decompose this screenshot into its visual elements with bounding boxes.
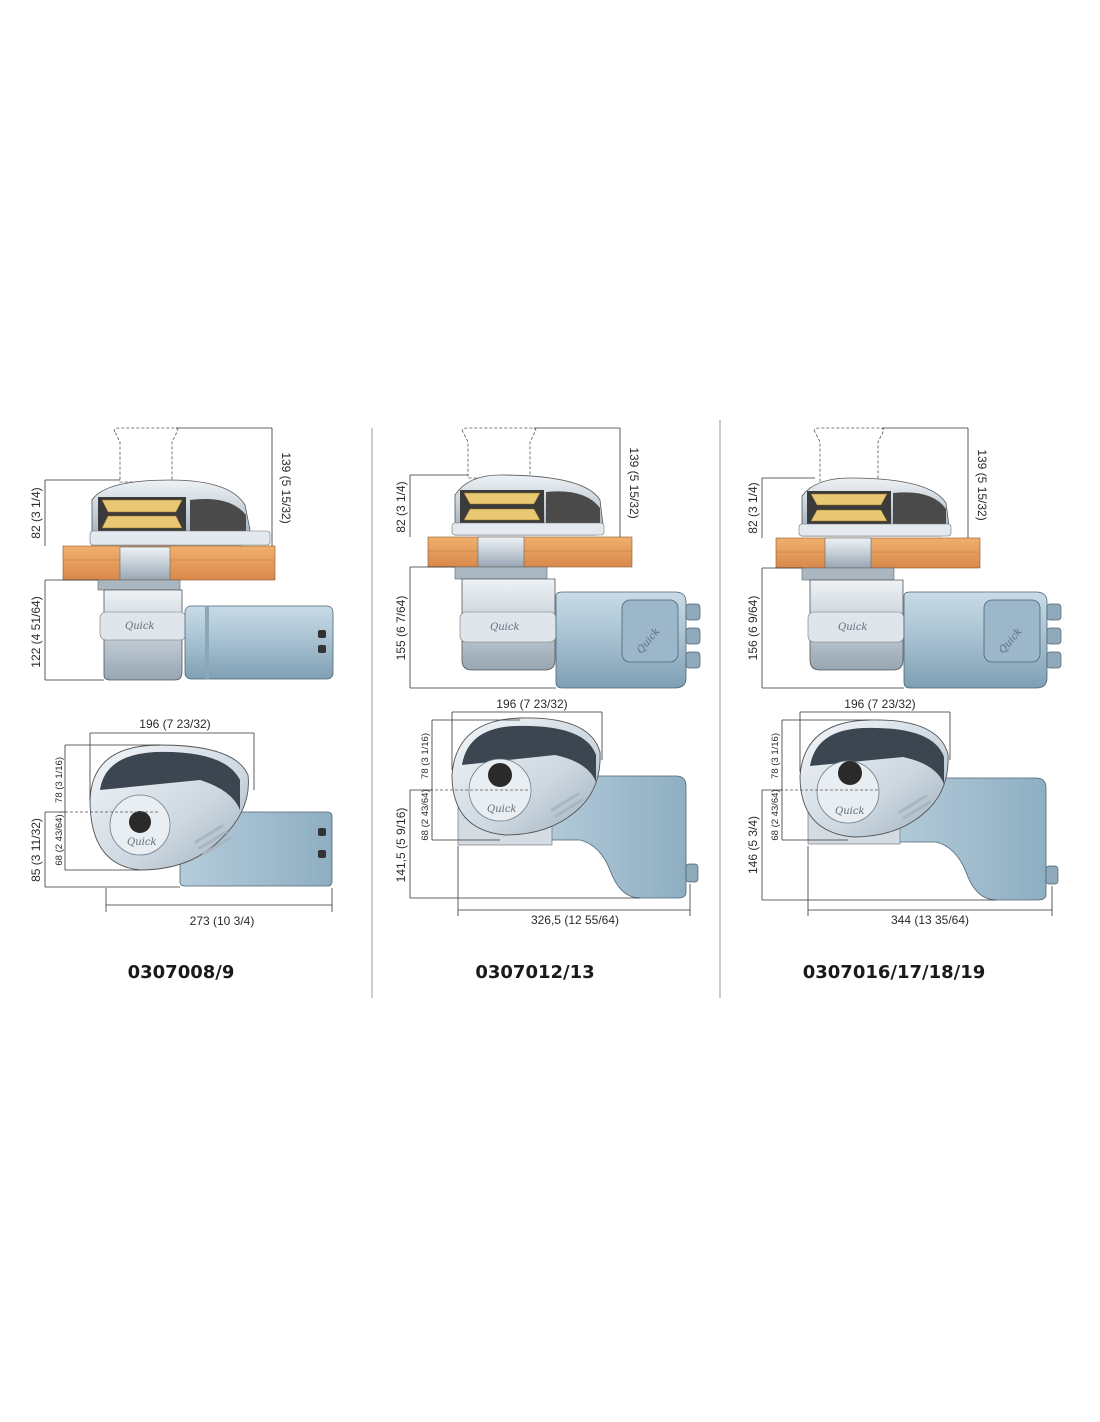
svg-text:Quick: Quick [838, 622, 868, 633]
top-view-2: Quick 196 (7 23/32) 78 (3 1/16) 68 (2 43… [394, 697, 699, 927]
svg-text:Quick: Quick [127, 837, 157, 848]
dim-length-3: 344 (13 35/64) [891, 913, 969, 927]
side-view-2: Quick Quick 139 (5 15/32) 82 (3 1/4) 155… [394, 427, 701, 689]
dim-width-1: 196 (7 23/32) [139, 717, 210, 731]
model-column-2: Quick Quick 139 (5 15/32) 82 (3 1/4) 155… [394, 427, 701, 983]
dim-depth-3: 146 (5 3/4) [746, 816, 760, 874]
dim-above-deck-2: 82 (3 1/4) [394, 481, 408, 532]
dim-length-1: 273 (10 3/4) [190, 914, 255, 928]
dim-mid-offset-1: 68 (2 43/64) [54, 814, 65, 865]
dim-width-3: 196 (7 23/32) [844, 697, 915, 711]
svg-text:Quick: Quick [490, 622, 520, 633]
deck-plank [775, 537, 981, 569]
model-column-3: Quick Quick 139 (5 15/32) 82 (3 1/4) 156… [746, 427, 1062, 983]
svg-text:Quick: Quick [125, 621, 155, 632]
dim-below-deck-2: 155 (6 7/64) [394, 596, 408, 661]
model-code-2: 0307012/13 [475, 962, 594, 983]
dim-below-deck-1: 122 (4 51/64) [29, 596, 43, 667]
deck-plank [427, 536, 633, 568]
dim-top-offset-1: 78 (3 1/16) [54, 757, 65, 803]
cable-glands [685, 603, 701, 669]
dim-depth-2: 141,5 (5 9/16) [394, 808, 408, 883]
dim-above-deck-1: 82 (3 1/4) [29, 487, 43, 538]
model-code-3: 0307016/17/18/19 [803, 962, 986, 983]
dim-top-offset-3: 78 (3 1/16) [770, 733, 781, 779]
dim-mid-offset-2: 68 (2 43/64) [420, 789, 431, 840]
svg-text:Quick: Quick [835, 806, 865, 817]
dim-above-deck-3: 82 (3 1/4) [746, 482, 760, 533]
dim-depth-1: 85 (3 11/32) [29, 818, 43, 882]
cable-glands [1046, 603, 1062, 669]
top-view-3: Quick 196 (7 23/32) 78 (3 1/16) 68 (2 43… [746, 697, 1059, 927]
side-view-3: Quick Quick 139 (5 15/32) 82 (3 1/4) 156… [746, 427, 1062, 689]
dim-width-2: 196 (7 23/32) [496, 697, 567, 711]
model-code-1: 0307008/9 [128, 962, 235, 983]
model-column-1: Quick 139 (5 15/32) 82 (3 1/4) 122 (4 51… [29, 427, 334, 983]
top-view-1: Quick 196 (7 23/32) 78 (3 1/16) 68 (2 43… [29, 717, 333, 928]
dim-top-offset-2: 78 (3 1/16) [420, 733, 431, 779]
side-view-1: Quick 139 (5 15/32) 82 (3 1/4) 122 (4 51… [29, 427, 334, 681]
svg-text:Quick: Quick [487, 804, 517, 815]
dim-length-2: 326,5 (12 55/64) [531, 913, 619, 927]
dim-mid-offset-3: 68 (2 43/64) [770, 789, 781, 840]
dim-below-deck-3: 156 (6 9/64) [746, 596, 760, 661]
dim-total-height-3: 139 (5 15/32) [975, 449, 989, 520]
motor [184, 605, 334, 680]
dim-total-height-2: 139 (5 15/32) [627, 447, 641, 518]
dim-total-height-1: 139 (5 15/32) [279, 452, 293, 523]
